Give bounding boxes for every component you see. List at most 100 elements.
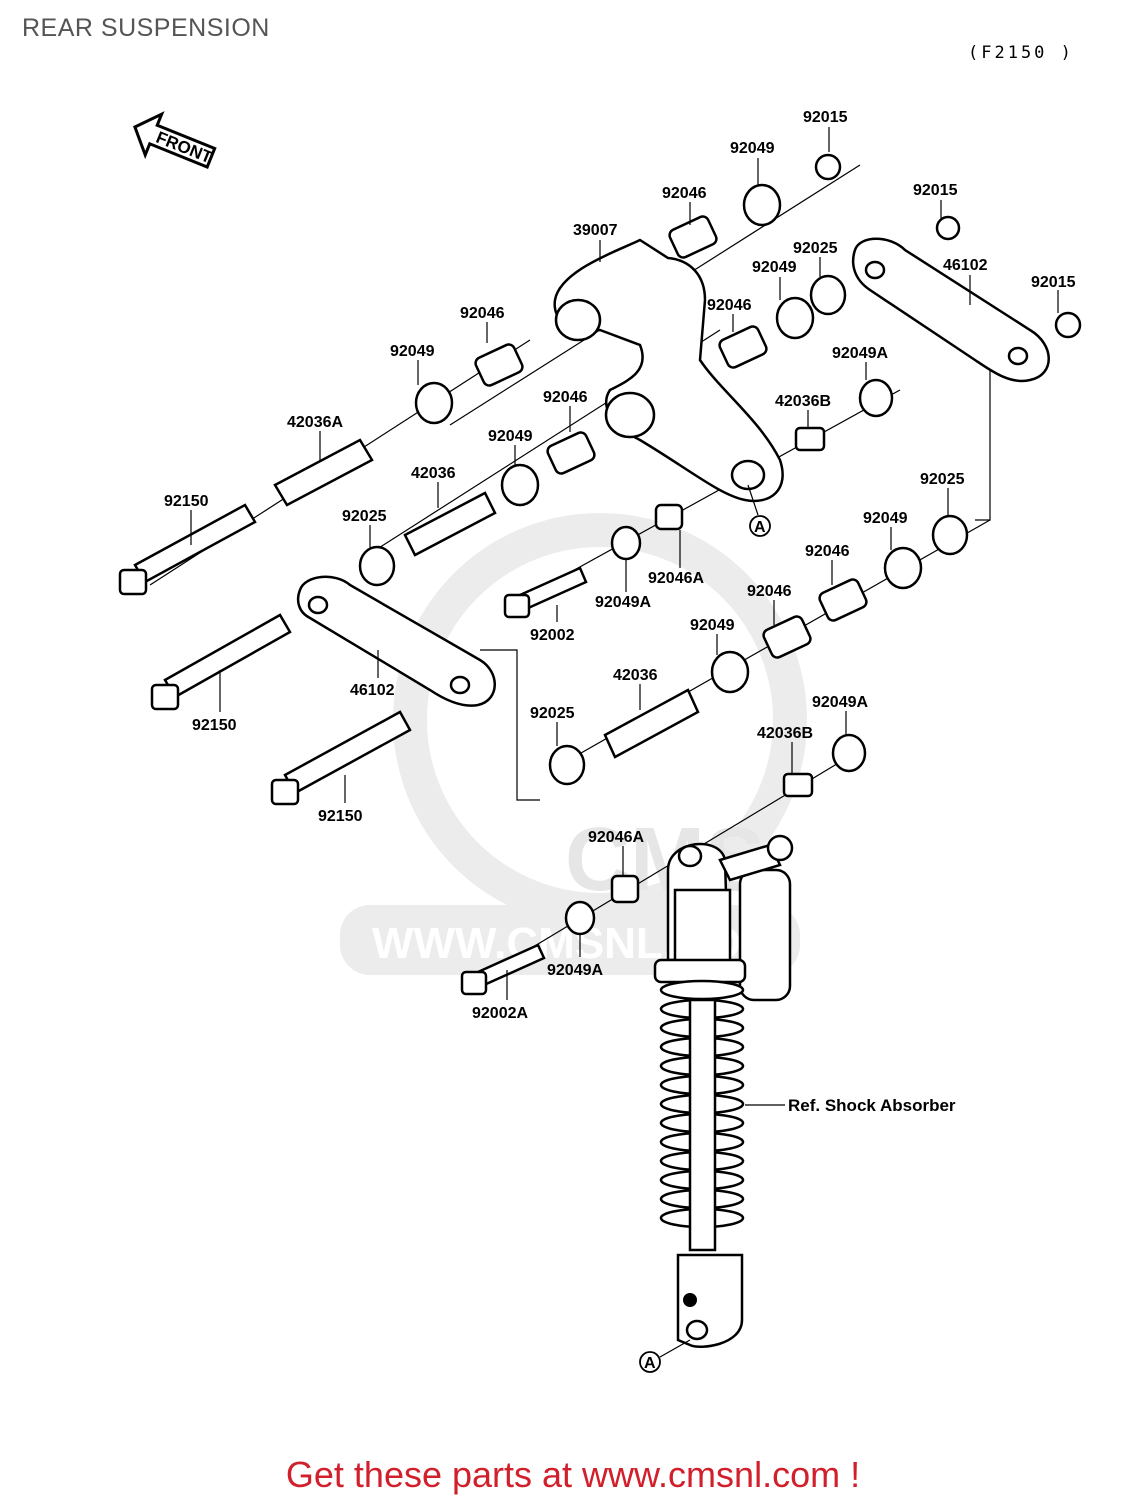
label-92046-a: 92046	[662, 185, 707, 202]
nut-92015-right	[935, 215, 961, 241]
leader-lines	[190, 127, 1059, 1000]
shock-reservoir-hose	[718, 843, 782, 882]
seal-92049-left	[414, 381, 454, 425]
label-92049-d: 92049	[488, 428, 533, 445]
shock-rod	[688, 998, 717, 1252]
label-39007: 39007	[573, 222, 618, 239]
marker-a-upper: A	[747, 484, 771, 537]
label-46102-a: 46102	[943, 257, 988, 274]
bearing-92046-lower-b	[762, 615, 812, 659]
label-92049A-d: 92049A	[547, 962, 603, 979]
shock-body	[673, 888, 732, 972]
label-92002: 92002	[530, 627, 575, 644]
label-46102-b: 46102	[350, 682, 395, 699]
bearings-and-seals	[358, 153, 1082, 936]
label-92015-a: 92015	[803, 109, 848, 126]
page-title: REAR SUSPENSION	[22, 14, 270, 42]
washer-92025-right	[931, 514, 969, 556]
shock-absorber: Ref. Shock Absorber	[653, 834, 956, 1348]
bearing-92046A-lower	[610, 874, 640, 904]
label-92002A: 92002A	[472, 1005, 528, 1022]
seal-92049-right	[775, 296, 815, 340]
sleeve-42036A	[273, 438, 374, 507]
washer-92025-top	[809, 274, 847, 316]
label-92025-b: 92025	[342, 508, 387, 525]
shock-spring-collar	[653, 958, 747, 984]
shock-adjuster	[766, 834, 794, 862]
label-42036B-b: 42036B	[757, 725, 813, 742]
label-92049-f: 92049	[690, 617, 735, 634]
bearing-92046-middle	[546, 431, 596, 475]
collar-42036B-upper	[794, 426, 826, 452]
bolt-92150-lower	[270, 710, 412, 806]
front-arrow-label: FRONT	[153, 128, 215, 168]
seal-92049A-middle	[610, 525, 642, 561]
seal-92049-middle	[500, 463, 540, 507]
buy-parts-link[interactable]: Get these parts at www.cmsnl.com !	[285, 1454, 861, 1495]
label-92046-e: 92046	[805, 543, 850, 560]
nut-92015-far-right	[1054, 311, 1082, 339]
label-92150-a: 92150	[164, 493, 209, 510]
label-92046-c: 92046	[460, 305, 505, 322]
label-92049A-c: 92049A	[812, 694, 868, 711]
rocker-arm-39007	[553, 238, 784, 503]
label-92046-b: 92046	[707, 297, 752, 314]
label-92046A-b: 92046A	[588, 829, 644, 846]
seal-92049-lower	[710, 650, 750, 694]
label-92015-c: 92015	[1031, 274, 1076, 291]
nut-92015-top	[814, 153, 842, 181]
seal-92049-lower-right	[883, 546, 923, 590]
seal-92049A-lower	[831, 733, 867, 773]
label-92046-f: 92046	[747, 583, 792, 600]
marker-a-lower: A	[639, 1339, 691, 1373]
label-92049-b: 92049	[752, 259, 797, 276]
exploded-parts-diagram: CMS WWW.CMSNL.COM FRONT	[118, 109, 1082, 1373]
label-92049A-a: 92049A	[832, 345, 888, 362]
part-labels: 92015 92049 92046 39007 92015 92025 9204…	[164, 109, 1076, 1022]
washer-92025-left	[358, 545, 396, 587]
label-92046A-a: 92046A	[648, 570, 704, 587]
bolt-92002A	[460, 943, 546, 996]
front-arrow: FRONT	[133, 111, 217, 169]
label-92150-b: 92150	[192, 717, 237, 734]
label-92015-b: 92015	[913, 182, 958, 199]
label-92049-e: 92049	[863, 510, 908, 527]
label-92025-c: 92025	[920, 471, 965, 488]
marker-a-upper-label: A	[754, 519, 766, 536]
label-42036-b: 42036	[613, 667, 658, 684]
link-46102-left	[296, 575, 496, 707]
bolt-92002	[503, 566, 588, 619]
label-42036-a: 42036	[411, 465, 456, 482]
label-92049A-b: 92049A	[595, 594, 651, 611]
bearing-92046-left	[474, 343, 524, 387]
label-42036B-a: 42036B	[775, 393, 831, 410]
spring-coil	[659, 979, 745, 1001]
bearing-92046-top	[668, 215, 718, 259]
axis-rod	[519, 389, 901, 601]
bearing-92046-right	[718, 325, 768, 369]
seal-92049A-upper	[858, 378, 894, 418]
label-92049-a: 92049	[730, 140, 775, 157]
shock-reservoir	[738, 868, 792, 1002]
label-92046-d: 92046	[543, 389, 588, 406]
label-92049-c: 92049	[390, 343, 435, 360]
label-92025-d: 92025	[530, 705, 575, 722]
collar-42036B-lower	[782, 772, 814, 798]
washer-92025-lower	[548, 744, 586, 786]
label-42036A: 42036A	[287, 414, 343, 431]
marker-a-lower-label: A	[644, 1355, 656, 1372]
seal-92049-top	[742, 183, 782, 227]
sleeve-42036-upper	[403, 491, 497, 557]
axis-link-bracket-right	[975, 365, 991, 521]
label-92150-c: 92150	[318, 808, 363, 825]
bolt-92150-upper	[118, 503, 257, 596]
label-92025-a: 92025	[793, 240, 838, 257]
seal-92049A-shock	[564, 900, 596, 936]
bolt-92150-middle	[150, 613, 292, 711]
ref-shock-label: Ref. Shock Absorber	[788, 1096, 956, 1115]
bearing-92046-lower-a	[818, 578, 868, 622]
front-arrow-icon	[133, 111, 217, 169]
link-46102-right	[851, 237, 1050, 383]
axis-link-bracket-left	[480, 649, 540, 801]
